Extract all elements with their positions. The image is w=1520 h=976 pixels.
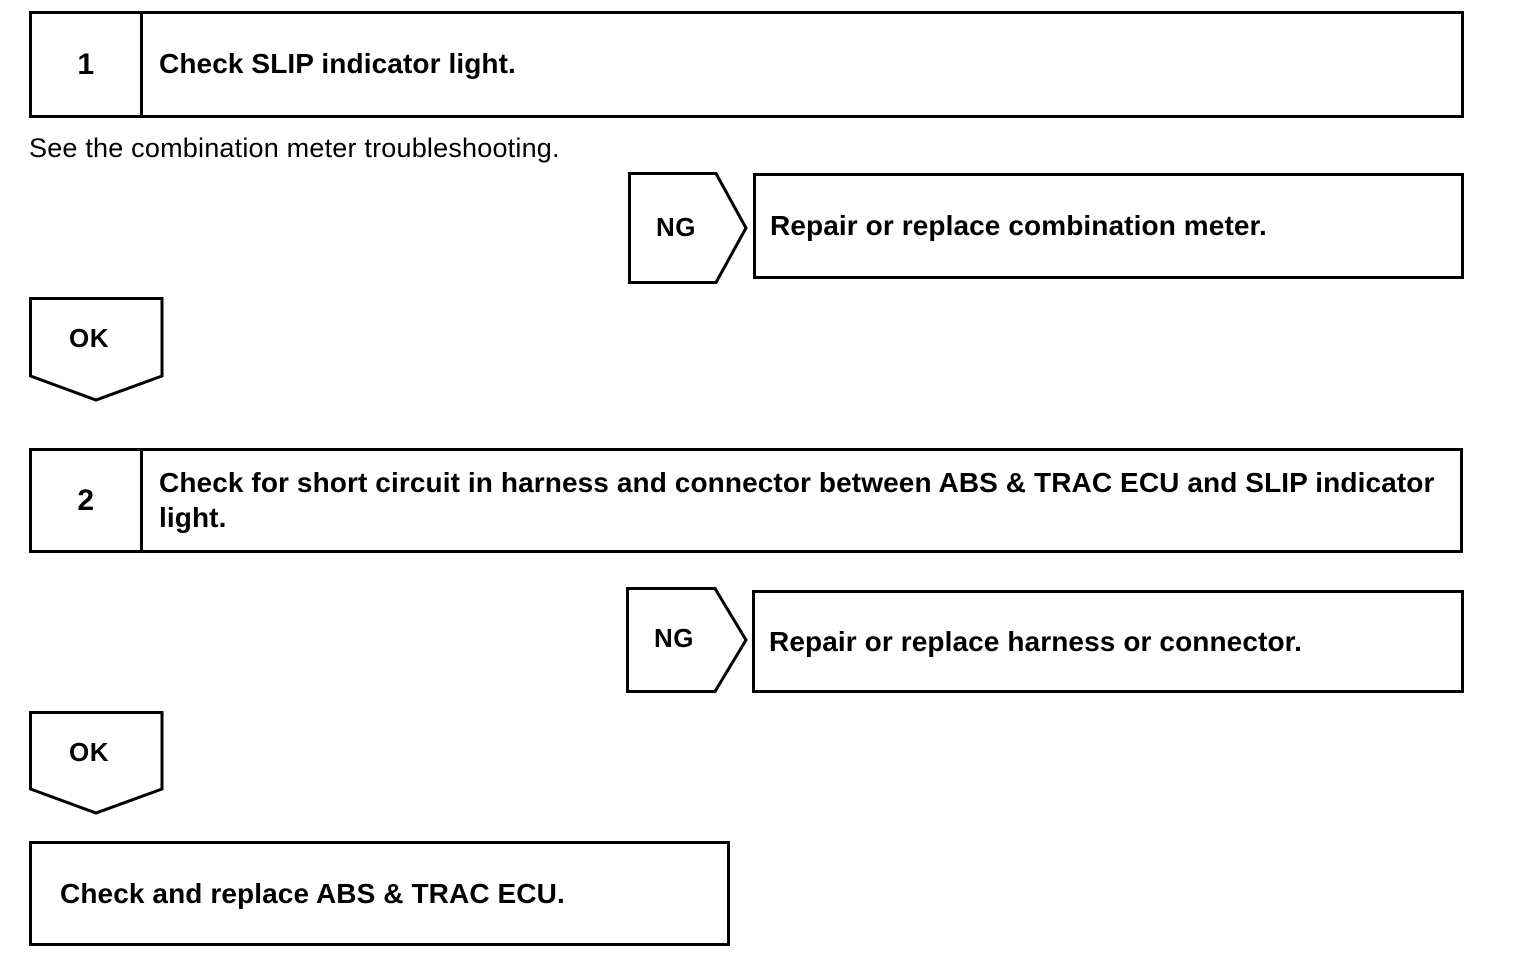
step-box-2: 2 Check for short circuit in harness and… [29, 448, 1463, 553]
ng-arrow-1: NG [628, 172, 748, 284]
step-note-1: See the combination meter troubleshootin… [29, 133, 560, 163]
ng-result-box-1: Repair or replace combination meter. [753, 173, 1464, 279]
step-number-2: 2 [32, 451, 143, 550]
step-text-2: Check for short circuit in harness and c… [159, 467, 1435, 533]
step-number-1: 1 [32, 14, 143, 115]
final-result-box: Check and replace ABS & TRAC ECU. [29, 841, 730, 946]
ng-result-box-2: Repair or replace harness or connector. [752, 590, 1464, 693]
ok-arrow-1: OK [29, 297, 165, 402]
ng-arrow-2: NG [626, 587, 748, 693]
ok-arrow-2: OK [29, 711, 165, 815]
step-text-1: Check SLIP indicator light. [159, 48, 516, 80]
step-box-1: 1 Check SLIP indicator light. [29, 11, 1464, 118]
